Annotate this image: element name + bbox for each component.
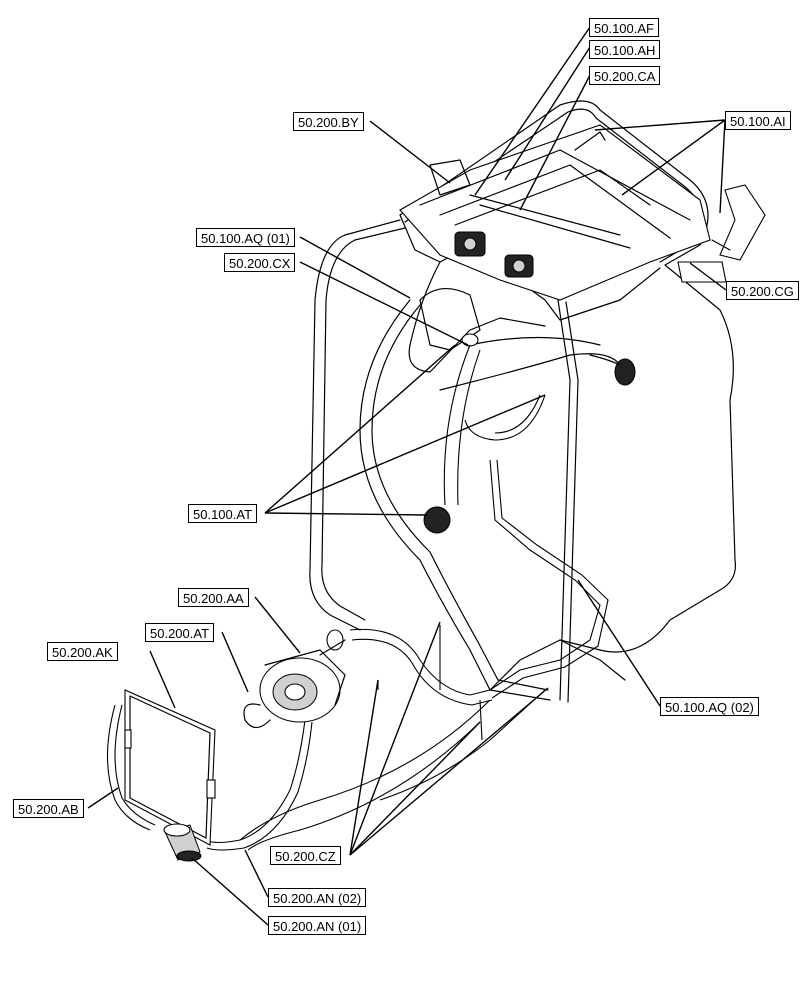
callout-50-200-aa: 50.200.AA bbox=[178, 588, 249, 607]
callout-50-100-af: 50.100.AF bbox=[589, 18, 659, 37]
air-ducts bbox=[423, 344, 636, 534]
callout-50-200-ab: 50.200.AB bbox=[13, 799, 84, 818]
callout-50-200-cx: 50.200.CX bbox=[224, 253, 296, 272]
refrigerant-hoses bbox=[106, 459, 609, 851]
callout-50-200-at: 50.200.AT bbox=[145, 623, 215, 642]
callout-50-200-cg: 50.200.CG bbox=[726, 281, 799, 300]
callout-50-100-ah: 50.100.AH bbox=[589, 40, 661, 59]
callout-50-200-ak: 50.200.AK bbox=[47, 642, 118, 661]
cab-frame bbox=[309, 100, 737, 703]
callout-50-200-ca: 50.200.CA bbox=[589, 66, 661, 85]
callout-50-100-aq-01: 50.100.AQ (01) bbox=[196, 228, 295, 247]
hvac-roof-module bbox=[399, 124, 766, 351]
callout-50-200-by: 50.200.BY bbox=[293, 112, 364, 131]
receiver-drier bbox=[163, 823, 202, 862]
callout-50-100-aq-02: 50.100.AQ (02) bbox=[660, 697, 759, 716]
callout-50-200-an-02: 50.200.AN (02) bbox=[268, 888, 367, 907]
leader-lines bbox=[87, 26, 727, 926]
condenser bbox=[124, 689, 216, 846]
callout-50-100-ai: 50.100.AI bbox=[725, 111, 791, 130]
callout-50-100-at: 50.100.AT bbox=[188, 504, 258, 523]
callout-50-200-cz: 50.200.CZ bbox=[270, 846, 341, 865]
callout-50-200-an-01: 50.200.AN (01) bbox=[268, 916, 367, 935]
compressor bbox=[243, 629, 346, 729]
